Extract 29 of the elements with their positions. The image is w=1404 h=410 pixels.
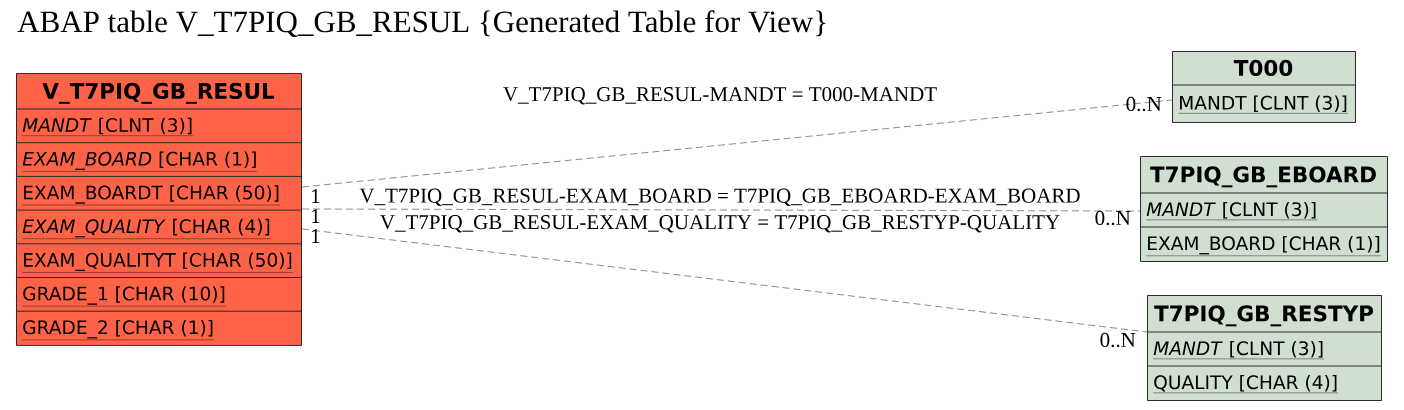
field-entry: MANDT [CLNT (3)] <box>1146 201 1318 221</box>
multiplicity-label: 1 <box>312 189 320 203</box>
table-title: V_T7PIQ_GB_RESUL <box>42 82 275 104</box>
field-entry: EXAM_BOARDT [CHAR (50)] <box>22 185 281 206</box>
multiplicity-label: 0..N <box>1100 332 1136 348</box>
field-entry: GRADE_2 [CHAR (1)] <box>22 319 215 341</box>
multiplicity-label: 0..N <box>1095 210 1131 226</box>
field-entry: EXAM_BOARD [CHAR (1)] <box>1146 235 1381 256</box>
connector-line <box>301 208 1141 212</box>
field-entry: GRADE_1 [CHAR (10)] <box>22 286 227 307</box>
field-entry: MANDT [CLNT (3)] <box>1153 340 1325 360</box>
field-entry: EXAM_QUALITYT [CHAR (50)] <box>22 252 294 273</box>
multiplicity-label: 0..N <box>1126 96 1162 112</box>
connector-line <box>301 228 1148 333</box>
table-title: T7PIQ_GB_EBOARD <box>1150 166 1376 188</box>
table-title: T7PIQ_GB_RESTYP <box>1154 305 1374 327</box>
field-entry: EXAM_QUALITY [CHAR (4)] <box>22 218 272 239</box>
edge-label: V_T7PIQ_GB_RESUL-EXAM_BOARD = T7PIQ_GB_EBOARD-EXAM_BOARD <box>359 188 1080 206</box>
field-entry: MANDT [CLNT (3)] <box>22 117 194 136</box>
field-entry: EXAM_BOARD [CHAR (1)] <box>22 151 258 172</box>
table-title: T000 <box>1233 59 1293 77</box>
field-entry: QUALITY [CHAR (4)] <box>1153 374 1339 394</box>
connector-line <box>301 99 1173 188</box>
field-entry: MANDT [CLNT (3)] <box>1178 95 1349 114</box>
multiplicity-label: 1 <box>312 229 320 243</box>
edge-label: V_T7PIQ_GB_RESUL-MANDT = T000-MANDT <box>503 87 937 105</box>
edge-label: V_T7PIQ_GB_RESUL-EXAM_QUALITY = T7PIQ_GB_RESTYP-QUALITY <box>380 215 1060 233</box>
title: ABAP table V_T7PIQ_GB_RESUL {Generated Table for View} <box>17 10 826 38</box>
multiplicity-label: 1 <box>312 209 320 223</box>
